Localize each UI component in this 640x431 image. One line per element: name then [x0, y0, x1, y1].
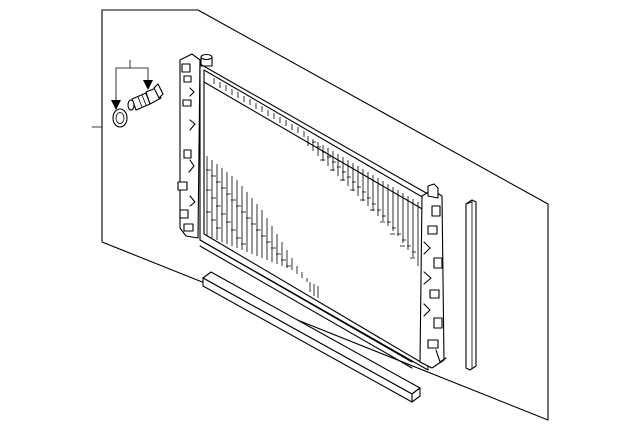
right-tank: [419, 183, 447, 369]
core-fins-bottom: [206, 156, 319, 298]
drain-plug-callout-arrow: [143, 80, 153, 90]
background-panel: [101, 9, 549, 421]
drain-plug: [127, 83, 164, 111]
core-fins-top: [213, 78, 419, 266]
side-seal: [465, 199, 477, 371]
left-tank: [177, 53, 201, 239]
radiator-core: [199, 63, 429, 371]
radiator: [177, 53, 447, 371]
callout-bracket: [111, 59, 153, 110]
lower-insulator: [202, 271, 421, 403]
o-ring: [112, 108, 128, 128]
filler-neck: [200, 53, 213, 67]
o-ring-callout-arrow: [111, 100, 121, 110]
